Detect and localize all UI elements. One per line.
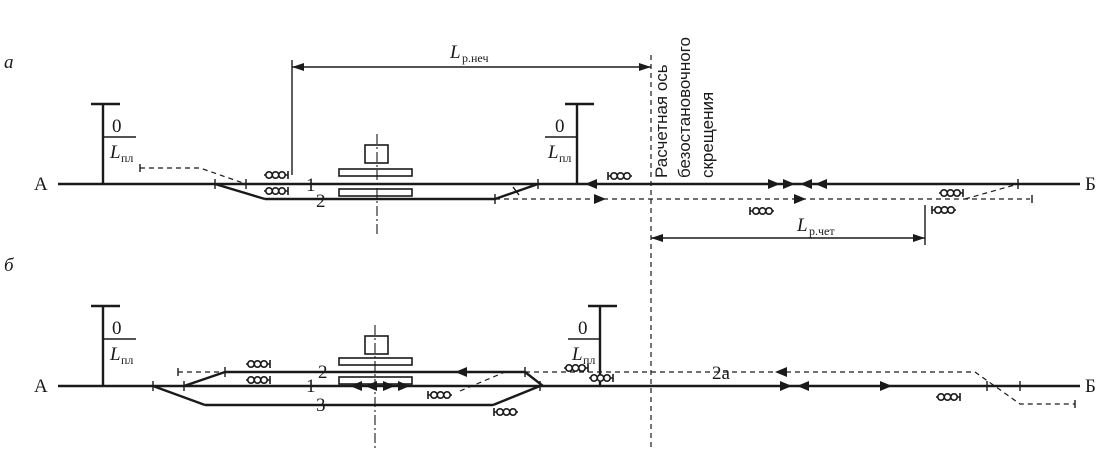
track-2-label: 2 <box>318 362 328 383</box>
track-3-switch-right <box>492 384 541 407</box>
dim-arrowhead <box>292 63 304 71</box>
track-3-label: 3 <box>316 395 326 416</box>
arrow-right-icon <box>794 194 806 204</box>
station-b-label: Б <box>1085 376 1096 397</box>
arrow-left-icon <box>585 179 597 189</box>
track-1-label: 1 <box>306 376 316 397</box>
arrow-left-icon <box>797 381 809 391</box>
signal-icon <box>563 363 589 373</box>
sign-bottom-left: L <box>109 142 121 163</box>
signal-icon <box>938 188 964 198</box>
track-2-label: 2 <box>316 191 326 212</box>
arrow-right-icon <box>783 179 795 189</box>
dim-arrowhead <box>639 63 651 71</box>
right-dashed-route <box>974 371 1075 405</box>
axis-caption-line-3: скрещения <box>698 92 717 178</box>
right-dashed-diag <box>964 183 1019 200</box>
dim-lower-label: L <box>796 215 808 236</box>
panel-a: а 0 L пл 0 L пл <box>4 42 1096 245</box>
dim-lower-sub: р.чет <box>809 224 835 238</box>
signal-icon <box>263 170 289 180</box>
arrow-right-icon <box>383 381 395 391</box>
dim-upper-sub: р.неч <box>462 51 488 65</box>
station-building <box>364 335 389 355</box>
arrow-right-icon <box>780 381 792 391</box>
station-a-label: А <box>34 376 48 397</box>
arrow-left-icon <box>800 179 812 189</box>
sign-bottom-mid-sub: пл <box>583 353 595 367</box>
dim-upper-label: L <box>449 42 461 63</box>
panel-b: б 0 L пл 0 <box>4 255 1096 450</box>
arrow-right-icon <box>768 179 780 189</box>
signal-icon <box>427 390 453 400</box>
sign-top-left: 0 <box>112 116 122 137</box>
track-1-label: 1 <box>306 175 316 196</box>
sign-bottom-mid: L <box>547 142 559 163</box>
joint-tick <box>512 186 520 196</box>
sign-top-mid: 0 <box>555 116 565 137</box>
dim-arrowhead <box>913 234 925 242</box>
arrow-left-icon <box>350 381 362 391</box>
signal-icon <box>263 186 289 196</box>
arrow-left-icon <box>365 381 377 391</box>
track-3-switch-left <box>152 384 206 407</box>
sign-top-left: 0 <box>112 318 122 339</box>
panel-a-label: а <box>4 52 14 73</box>
track-2-switch-left <box>214 182 266 201</box>
arrow-right-icon <box>880 381 892 391</box>
station-a-label: А <box>34 174 48 195</box>
dim-arrowhead <box>651 234 663 242</box>
sign-bottom-left-sub: пл <box>121 353 133 367</box>
arrow-left-icon <box>775 367 787 377</box>
platform-upper <box>338 168 413 177</box>
crossing-axis-caption: Расчетная ось безостановочного скрещения <box>652 37 717 178</box>
sign-top-mid: 0 <box>578 318 588 339</box>
sign-bottom-mid-sub: пл <box>559 151 571 165</box>
axis-caption-line-1: Расчетная ось <box>652 64 671 178</box>
axis-caption-line-2: безостановочного <box>675 37 694 178</box>
track-2a-label: 2а <box>712 363 731 384</box>
signal-icon <box>935 392 961 402</box>
arrow-right-icon <box>398 381 410 391</box>
arrow-left-icon <box>455 367 467 377</box>
sign-bottom-mid: L <box>571 344 583 365</box>
signal-icon <box>245 375 271 385</box>
signal-icon <box>588 373 614 383</box>
panel-b-label: б <box>4 255 15 276</box>
sign-bottom-left: L <box>109 344 121 365</box>
arrow-right-icon <box>594 194 606 204</box>
signal-icon <box>931 205 957 215</box>
left-dashed-route <box>140 167 247 185</box>
signal-icon <box>245 359 271 369</box>
arrow-left-icon <box>815 179 827 189</box>
signal-icon <box>749 206 775 216</box>
station-b-label: Б <box>1085 174 1096 195</box>
mid-dashed-diag <box>459 371 506 392</box>
track-2-switch-left <box>183 370 226 388</box>
sign-bottom-left-sub: пл <box>121 151 133 165</box>
signal-icon <box>607 171 633 181</box>
platform-lower <box>338 188 413 197</box>
signal-icon <box>493 407 519 417</box>
